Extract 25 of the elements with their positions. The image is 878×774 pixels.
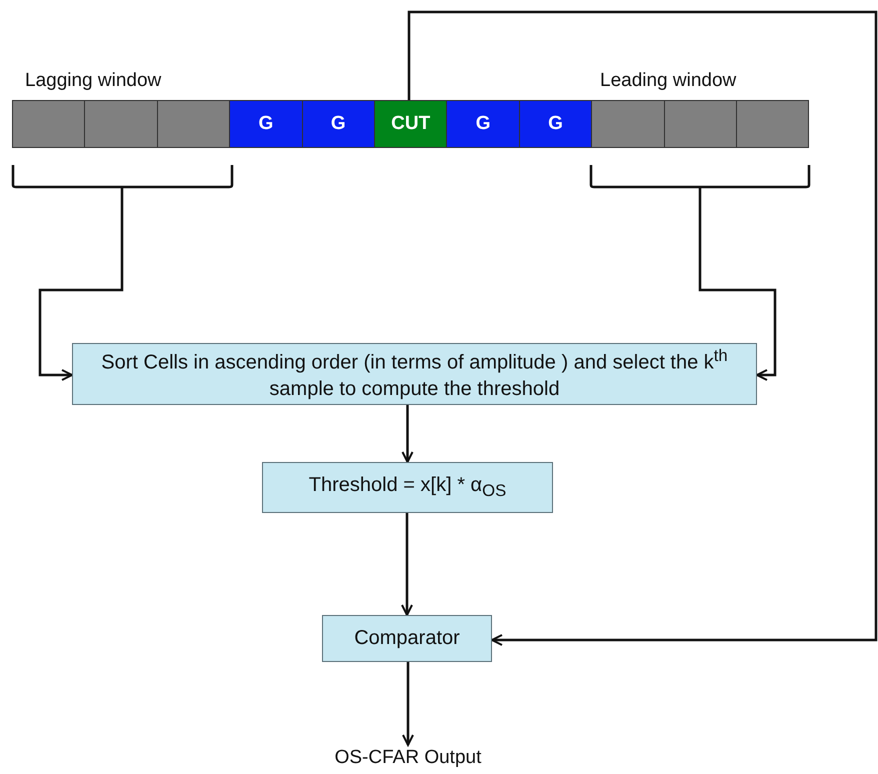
guard-cell: G [229, 100, 303, 148]
guard-cell: G [446, 100, 520, 148]
arrow [408, 10, 878, 646]
window-cell [591, 100, 665, 148]
output-text: OS-CFAR Output [318, 745, 498, 771]
arrow [401, 513, 413, 616]
bracket [590, 165, 810, 188]
window-cell [156, 100, 230, 148]
window-cell [736, 100, 810, 148]
window-cell [664, 100, 737, 148]
window-label: Leading window [600, 70, 736, 92]
guard-cell: G [302, 100, 375, 148]
bracket [12, 165, 233, 188]
window-cell [12, 100, 86, 148]
arrow [402, 405, 414, 463]
arrow [38, 188, 124, 381]
guard-cell: G [518, 100, 592, 148]
arrow [402, 662, 414, 746]
process-box: Sort Cells in ascending order (in terms of amplitude ) and select the k$^{th}$ sample to compute the threshold [72, 343, 757, 405]
process-box: Comparator [322, 615, 492, 662]
window-cell [84, 100, 158, 148]
cell-under-test: CUT [374, 100, 448, 148]
arrow [698, 188, 776, 381]
window-label: Lagging window [25, 70, 162, 92]
process-box: Threshold = x[k] * α$_{OS}$ [262, 462, 553, 513]
